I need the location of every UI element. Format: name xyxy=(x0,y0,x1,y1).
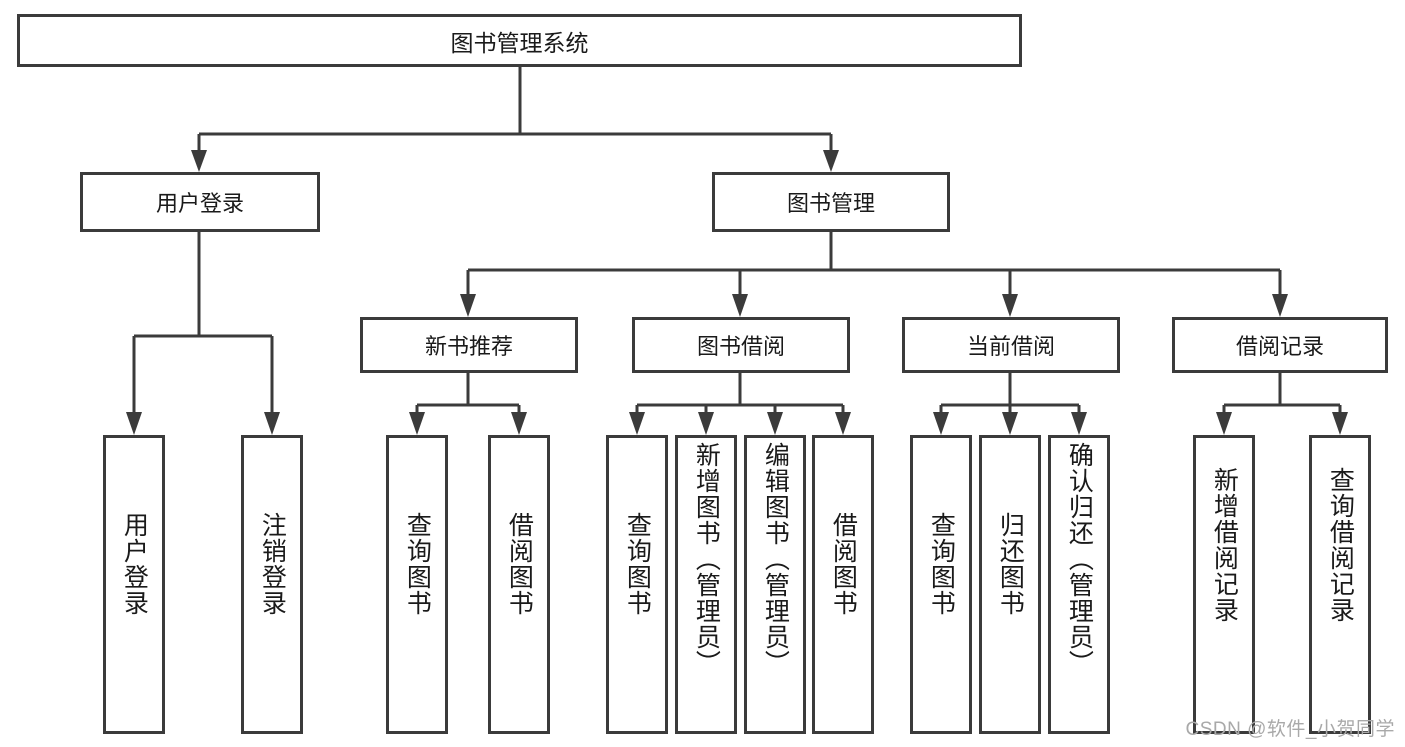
leaf-label: 新增图书（管理员） xyxy=(692,442,721,676)
leaf-label: 用户登录 xyxy=(120,512,149,616)
leaf-label: 新增借阅记录 xyxy=(1210,467,1239,623)
node-current-borrow[interactable]: 当前借阅 xyxy=(902,317,1120,373)
leaf-label: 查询借阅记录 xyxy=(1326,467,1355,623)
leaf-book-borrow-add[interactable]: 新增图书（管理员） xyxy=(675,435,737,734)
leaf-label: 借阅图书 xyxy=(505,512,534,616)
leaf-label: 查询图书 xyxy=(623,512,652,616)
leaf-new-book-query[interactable]: 查询图书 xyxy=(386,435,448,734)
leaf-current-borrow-return[interactable]: 归还图书 xyxy=(979,435,1041,734)
leaf-book-borrow-borrow[interactable]: 借阅图书 xyxy=(812,435,874,734)
leaf-new-book-borrow[interactable]: 借阅图书 xyxy=(488,435,550,734)
leaf-label: 编辑图书（管理员） xyxy=(761,442,790,676)
node-book-management[interactable]: 图书管理 xyxy=(712,172,950,232)
leaf-book-borrow-query[interactable]: 查询图书 xyxy=(606,435,668,734)
leaf-label: 查询图书 xyxy=(927,512,956,616)
leaf-book-borrow-edit[interactable]: 编辑图书（管理员） xyxy=(744,435,806,734)
leaf-borrow-record-query[interactable]: 查询借阅记录 xyxy=(1309,435,1371,734)
leaf-label: 注销登录 xyxy=(258,512,287,616)
leaf-current-borrow-confirm-return[interactable]: 确认归还（管理员） xyxy=(1048,435,1110,734)
leaf-label: 归还图书 xyxy=(996,512,1025,616)
leaf-user-login-login[interactable]: 用户登录 xyxy=(103,435,165,734)
node-user-login[interactable]: 用户登录 xyxy=(80,172,320,232)
node-root-system[interactable]: 图书管理系统 xyxy=(17,14,1022,67)
leaf-borrow-record-add[interactable]: 新增借阅记录 xyxy=(1193,435,1255,734)
leaf-label: 借阅图书 xyxy=(829,512,858,616)
leaf-label: 查询图书 xyxy=(403,512,432,616)
node-new-book-recommend[interactable]: 新书推荐 xyxy=(360,317,578,373)
leaf-label: 确认归还（管理员） xyxy=(1065,442,1094,676)
node-book-borrow[interactable]: 图书借阅 xyxy=(632,317,850,373)
leaf-current-borrow-query[interactable]: 查询图书 xyxy=(910,435,972,734)
leaf-user-login-logout[interactable]: 注销登录 xyxy=(241,435,303,734)
node-borrow-record[interactable]: 借阅记录 xyxy=(1172,317,1388,373)
